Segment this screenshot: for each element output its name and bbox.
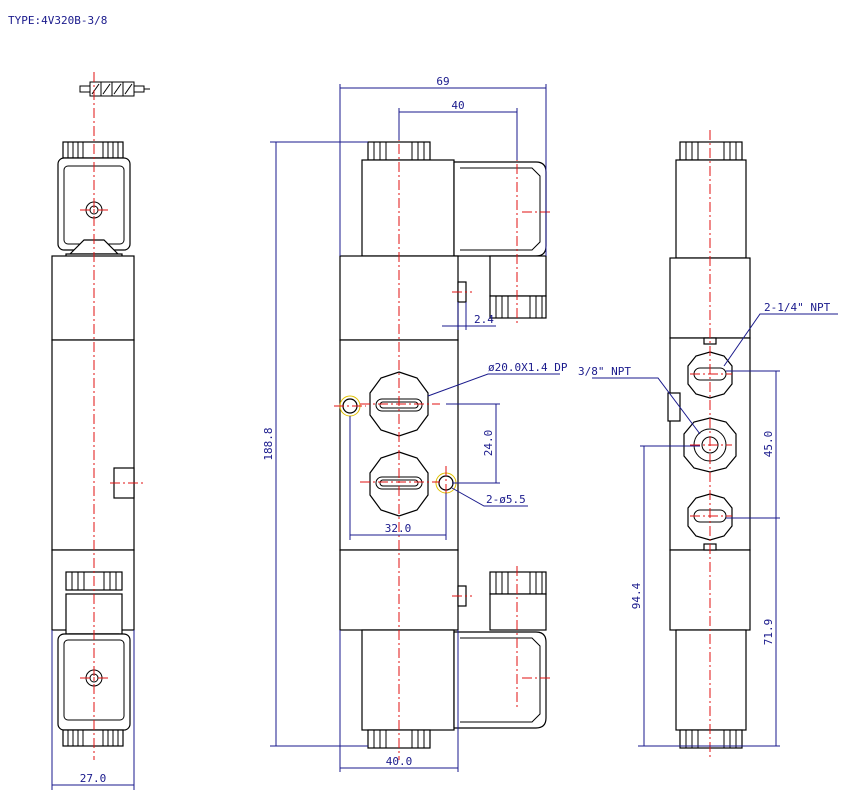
dim-coil-offset: 40	[451, 99, 464, 112]
dim-base-width: 40.0	[386, 755, 413, 768]
dim-side-width: 27.0	[80, 772, 107, 785]
dim-mount-spacing: 32.0	[385, 522, 412, 535]
callout-main-port: 3/8" NPT	[578, 365, 631, 378]
dim-gap: 2.4	[474, 313, 494, 326]
dim-total-height: 188.8	[262, 427, 275, 460]
dim-height-b: 71.9	[762, 619, 775, 646]
dim-right-spacing: 45.0	[762, 431, 775, 458]
end-view	[592, 130, 838, 760]
dim-port-spacing: 24.0	[482, 430, 495, 457]
drawing-title: TYPE:4V320B-3/8	[8, 14, 108, 27]
dim-overall-width: 69	[436, 75, 449, 88]
side-view	[51, 72, 144, 790]
callout-mount-holes: 2-ø5.5	[486, 493, 526, 506]
callout-counterbore: ø20.0X1.4 DP	[488, 361, 568, 374]
valve-symbol	[79, 81, 150, 97]
callout-pilot-ports: 2-1/4" NPT	[764, 301, 831, 314]
front-view	[270, 84, 560, 772]
dim-height-a: 94.4	[630, 582, 643, 609]
